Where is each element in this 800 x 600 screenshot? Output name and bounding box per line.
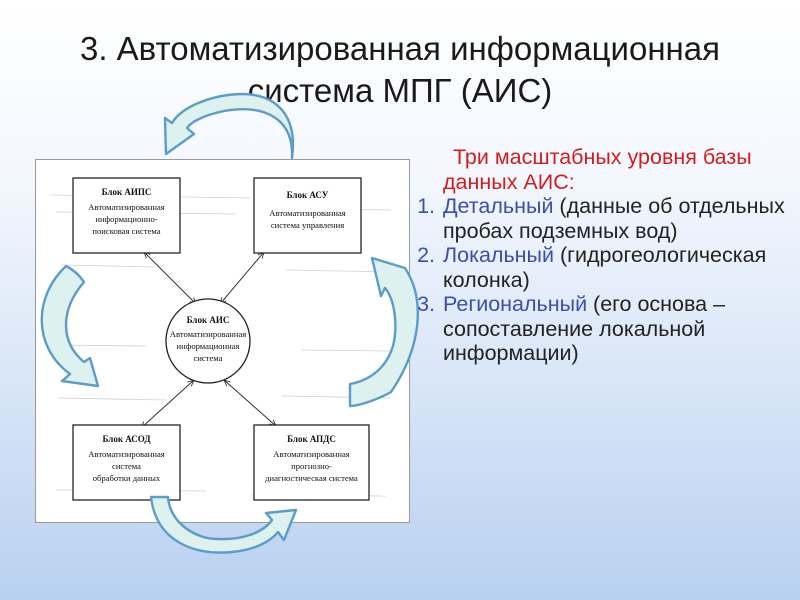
level-description: (гидрогеологическая колонка) [443, 243, 767, 292]
block-aips-header: Блок АИПС [102, 187, 152, 197]
block-apds-line-3: диагностическая система [265, 473, 358, 483]
levels-list: 1. Детальный (данные об отдельных пробах… [405, 194, 795, 366]
database-levels-panel: Три масштабных уровня базы данных АИС: 1… [405, 145, 795, 366]
block-asod-header: Блок АСОД [102, 434, 151, 444]
levels-intro: Три масштабных уровня базы данных АИС: [443, 145, 752, 194]
block-asod: Блок АСОД Автоматизированная система обр… [72, 424, 181, 501]
block-ais-line-2: информационная [177, 341, 240, 351]
level-name: Региональный [443, 292, 588, 316]
connector-asu-ais [220, 252, 264, 304]
level-name: Детальный [443, 194, 554, 218]
level-item-regional: 3. Региональный (его основа – сопоставле… [405, 292, 795, 366]
diagram-scheme: Блок АИПС Автоматизированная информацион… [50, 177, 397, 501]
block-asu-header: Блок АСУ [287, 190, 329, 200]
connector-apds-ais [224, 380, 276, 426]
level-item-detailed: 1. Детальный (данные об отдельных пробах… [405, 194, 795, 243]
block-aips: Блок АИПС Автоматизированная информацион… [72, 177, 181, 254]
block-ais-header: Блок АИС [187, 315, 230, 325]
block-asod-line-3: обработки данных [93, 473, 161, 483]
block-apds-header: Блок АПДС [287, 434, 336, 444]
block-ais: Блок АИС Автоматизированная информационн… [165, 298, 251, 384]
block-ais-line-1: Автоматизированная [170, 329, 247, 339]
block-ais-line-3: система [194, 353, 223, 363]
level-description: (его основа – сопоставление локальной ин… [443, 292, 726, 365]
block-apds-line-1: Автоматизированная [273, 449, 350, 459]
block-asod-line-2: система [112, 461, 141, 471]
slide-title: 3. Автоматизированная информационная сис… [0, 28, 800, 112]
level-number: 1. [417, 194, 435, 218]
level-number: 2. [417, 243, 435, 267]
slide-title-line-1: 3. Автоматизированная информационная [79, 30, 720, 67]
block-aips-line-2: информационно- [95, 214, 157, 224]
block-apds-line-2: прогнозно- [291, 461, 332, 471]
level-number: 3. [417, 292, 435, 316]
level-item-local: 2. Локальный (гидрогеологическая колонка… [405, 243, 795, 292]
slide-title-line-2: система МПГ (АИС) [247, 72, 553, 109]
connector-asod-ais [141, 380, 194, 428]
block-aips-line-3: поисковая система [92, 226, 160, 236]
connector-arrows [141, 252, 276, 428]
level-description: (данные об отдельных пробах подземных во… [443, 194, 785, 243]
connector-aips-ais [144, 252, 196, 304]
block-aips-line-1: Автоматизированная [88, 202, 165, 212]
block-asu-line-2: система управления [271, 220, 344, 230]
ais-structure-diagram: Блок АИПС Автоматизированная информацион… [35, 159, 410, 523]
block-asu: Блок АСУ Автоматизированная система упра… [253, 177, 362, 254]
level-name: Локальный [443, 243, 554, 267]
block-asu-line-1: Автоматизированная [269, 208, 346, 218]
block-asod-line-1: Автоматизированная [88, 449, 165, 459]
block-apds: Блок АПДС Автоматизированная прогнозно- … [253, 424, 370, 501]
